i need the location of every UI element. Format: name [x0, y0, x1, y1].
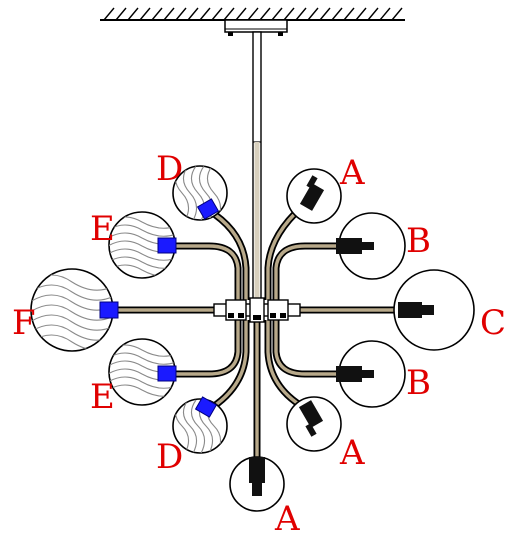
globe-d-upper-left	[172, 165, 228, 221]
globe-b-upper-right	[336, 212, 406, 280]
globe-b-lower-right	[336, 340, 406, 408]
label-b-upper-right: B	[406, 221, 431, 261]
globe-a-lower-right	[286, 396, 342, 452]
label-f-left: F	[12, 303, 36, 343]
label-c-right: C	[480, 303, 506, 343]
canopy	[224, 19, 288, 36]
globe-c-right	[393, 269, 475, 351]
globe-e-upper-left	[108, 211, 177, 279]
central-hub	[213, 297, 301, 323]
globe-e-lower-left	[108, 338, 177, 406]
globe-a-upper-right	[286, 168, 342, 224]
label-a-lower-right: A	[339, 433, 365, 473]
label-e-upper-left: E	[90, 209, 115, 249]
label-d-upper-left: D	[156, 149, 183, 189]
label-a-top-right: A	[339, 153, 365, 193]
ceiling	[100, 7, 405, 21]
label-e-lower-left: E	[90, 377, 115, 417]
globe-d-lower-left	[172, 396, 228, 454]
label-d-lower-left: D	[156, 437, 183, 477]
down-rod	[252, 31, 262, 301]
label-b-lower-right: B	[406, 363, 431, 403]
label-a-bottom: A	[274, 499, 300, 535]
arms	[112, 197, 402, 462]
globe-f-left	[30, 268, 119, 352]
globe-a-bottom	[229, 456, 285, 512]
